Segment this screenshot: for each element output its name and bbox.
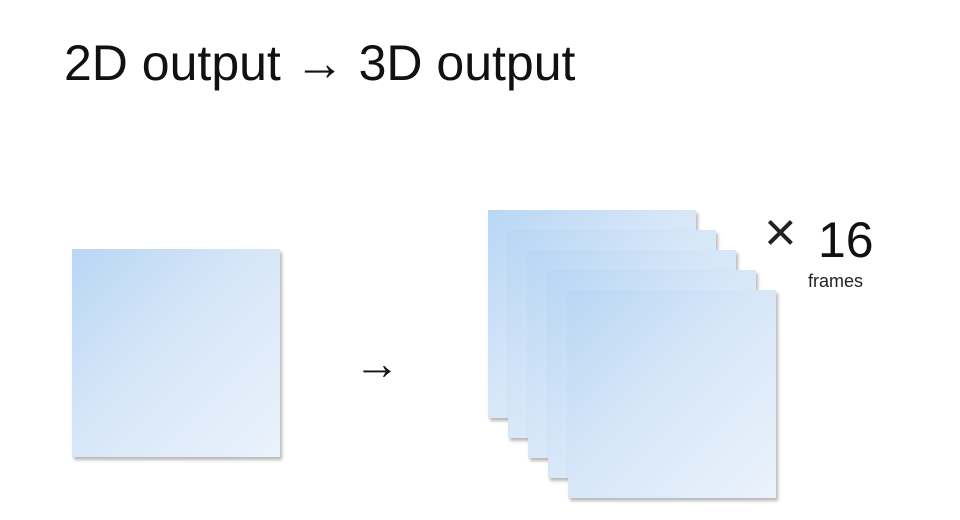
frame-count-unit: frames: [808, 271, 864, 291]
transform-arrow: →: [354, 337, 400, 389]
page-title: 2D output → 3D output: [64, 35, 576, 91]
multiplier-symbol: ×: [764, 200, 797, 263]
single-2d-frame: [72, 249, 280, 457]
stacked-frame: [568, 290, 776, 498]
frame-count: 16: [818, 212, 874, 268]
